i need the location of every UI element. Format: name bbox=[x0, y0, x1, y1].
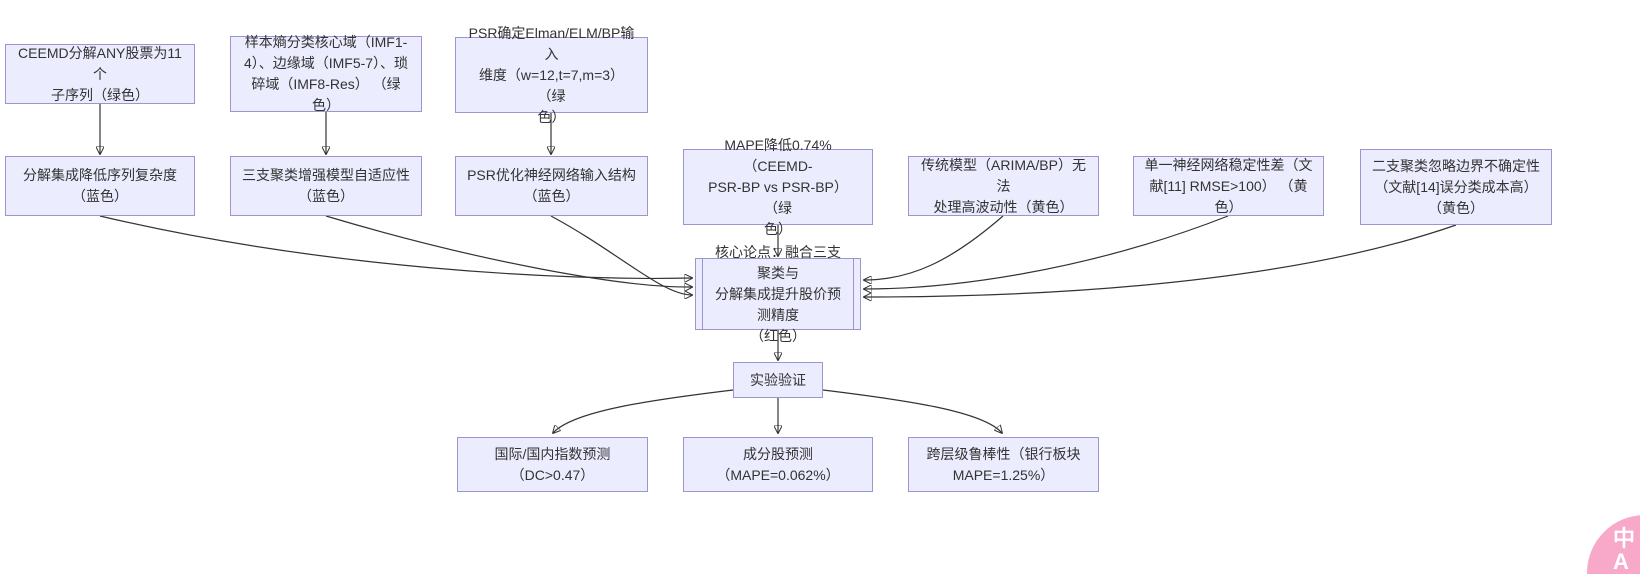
edge-psr-benefit-to-core bbox=[550, 215, 692, 295]
node-three-way-clustering-benefit: 三支聚类增强模型自适应性 （蓝色） bbox=[230, 156, 422, 216]
node-constituent-prediction: 成分股预测 （MAPE=0.062%） bbox=[683, 437, 873, 492]
node-traditional-model-limit: 传统模型（ARIMA/BP）无法 处理高波动性（黄色） bbox=[908, 156, 1099, 216]
translate-float-button[interactable]: 中 A bbox=[1587, 515, 1640, 574]
edge-experiment-to-index-prediction bbox=[553, 389, 734, 433]
translate-icon: 中 A bbox=[1613, 526, 1636, 574]
node-single-nn-limit: 单一神经网络稳定性差（文 献[11] RMSE>100） （黄色） bbox=[1133, 156, 1324, 216]
edge-single-nn-limit-to-core bbox=[864, 215, 1229, 289]
node-core-thesis: 核心论点：融合三支聚类与 分解集成提升股价预测精度 （红色） bbox=[695, 244, 861, 344]
edge-traditional-limit-to-core bbox=[864, 215, 1004, 280]
node-two-way-clustering-limit: 二支聚类忽略边界不确定性 （文献[14]误分类成本高） （黄色） bbox=[1360, 149, 1552, 225]
node-psr-input-dimension: PSR确定Elman/ELM/BP输入 维度（w=12,t=7,m=3） （绿 … bbox=[455, 25, 648, 125]
node-index-prediction: 国际/国内指数预测 （DC>0.47） bbox=[457, 437, 648, 492]
edge-two-way-limit-to-core bbox=[864, 224, 1457, 297]
edge-three-way-benefit-to-core bbox=[325, 215, 692, 287]
edge-experiment-to-robustness bbox=[822, 389, 1002, 433]
node-psr-benefit: PSR优化神经网络输入结构 （蓝色） bbox=[455, 156, 648, 216]
node-cross-level-robustness: 跨层级鲁棒性（银行板块 MAPE=1.25%） bbox=[908, 437, 1099, 492]
node-ceemd-decompose: CEEMD分解ANY股票为11个 子序列（绿色） bbox=[5, 44, 195, 104]
node-decompose-benefit: 分解集成降低序列复杂度 （蓝色） bbox=[5, 156, 195, 216]
node-sample-entropy-classification: 样本熵分类核心域（IMF1- 4）、边缘域（IMF5-7）、琐 碎域（IMF8-… bbox=[230, 34, 422, 113]
node-mape-evidence: MAPE降低0.74%（CEEMD- PSR-BP vs PSR-BP） （绿 … bbox=[683, 137, 873, 237]
edge-decompose-benefit-to-core bbox=[99, 215, 692, 278]
node-experiment-validation: 实验验证 bbox=[733, 362, 823, 398]
